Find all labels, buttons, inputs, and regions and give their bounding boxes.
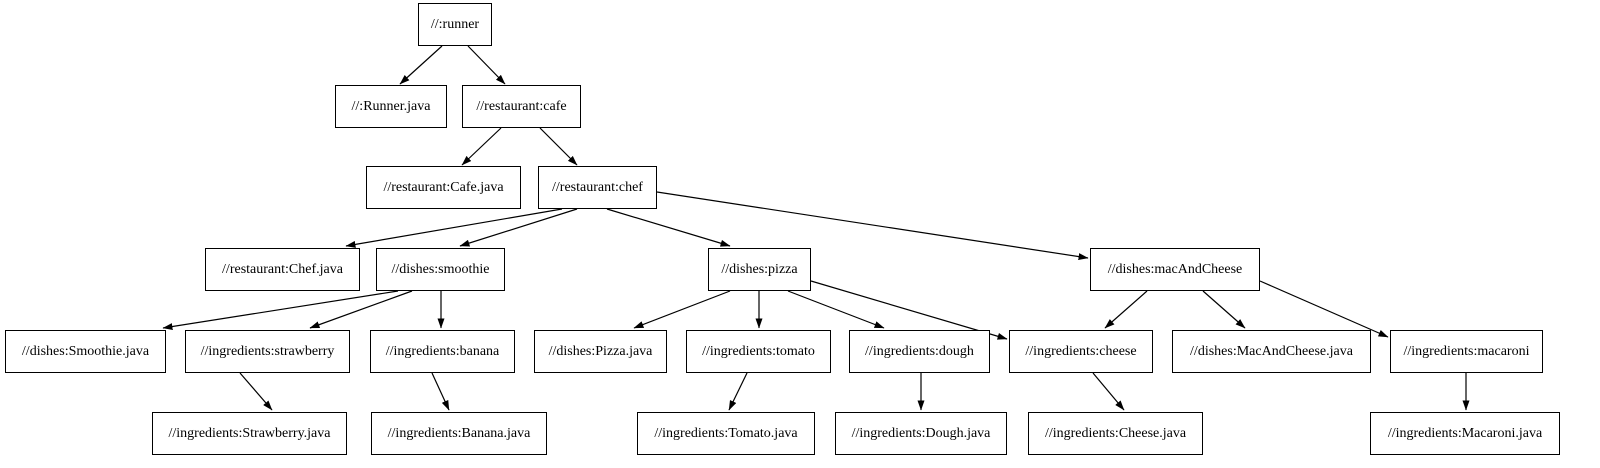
node-label: //ingredients:tomato — [702, 343, 815, 359]
node-pizza_java[interactable]: //dishes:Pizza.java — [534, 330, 667, 373]
node-label: //ingredients:dough — [865, 343, 974, 359]
node-restaurant_chef[interactable]: //restaurant:chef — [538, 166, 657, 209]
node-cafe_java[interactable]: //restaurant:Cafe.java — [366, 166, 521, 209]
node-label: //restaurant:Chef.java — [222, 261, 343, 277]
node-dishes_macncheese[interactable]: //dishes:macAndCheese — [1090, 248, 1260, 291]
node-label: //dishes:macAndCheese — [1107, 261, 1243, 277]
node-restaurant_cafe[interactable]: //restaurant:cafe — [462, 85, 581, 128]
node-strawberry_java[interactable]: //ingredients:Strawberry.java — [152, 412, 347, 455]
node-smoothie_java[interactable]: //dishes:Smoothie.java — [5, 330, 166, 373]
node-label: //restaurant:chef — [552, 179, 643, 195]
node-label: //ingredients:strawberry — [200, 343, 335, 359]
node-macncheese_java[interactable]: //dishes:MacAndCheese.java — [1172, 330, 1371, 373]
node-ing_cheese[interactable]: //ingredients:cheese — [1009, 330, 1153, 373]
node-label: //:runner — [430, 16, 480, 32]
node-runner[interactable]: //:runner — [418, 3, 492, 46]
node-label: //dishes:smoothie — [391, 261, 490, 277]
node-label: //dishes:Smoothie.java — [21, 343, 150, 359]
node-ing_dough[interactable]: //ingredients:dough — [849, 330, 990, 373]
node-label: //ingredients:Tomato.java — [654, 425, 798, 441]
node-label: //dishes:Pizza.java — [548, 343, 653, 359]
node-ing_macaroni[interactable]: //ingredients:macaroni — [1390, 330, 1543, 373]
node-ing_tomato[interactable]: //ingredients:tomato — [686, 330, 831, 373]
node-label: //ingredients:Banana.java — [387, 425, 531, 441]
node-label: //dishes:MacAndCheese.java — [1190, 343, 1353, 359]
node-dishes_pizza[interactable]: //dishes:pizza — [708, 248, 811, 291]
node-cheese_java[interactable]: //ingredients:Cheese.java — [1028, 412, 1203, 455]
node-label: //ingredients:Strawberry.java — [168, 425, 331, 441]
node-label: //ingredients:macaroni — [1403, 343, 1530, 359]
node-chef_java[interactable]: //restaurant:Chef.java — [205, 248, 360, 291]
node-label: //ingredients:Cheese.java — [1044, 425, 1187, 441]
node-label: //dishes:pizza — [721, 261, 798, 277]
node-dough_java[interactable]: //ingredients:Dough.java — [835, 412, 1007, 455]
node-macaroni_java[interactable]: //ingredients:Macaroni.java — [1370, 412, 1560, 455]
node-label: //restaurant:Cafe.java — [383, 179, 504, 195]
node-label: //:Runner.java — [351, 98, 431, 114]
node-runner_java[interactable]: //:Runner.java — [335, 85, 447, 128]
node-banana_java[interactable]: //ingredients:Banana.java — [371, 412, 547, 455]
node-label: //restaurant:cafe — [476, 98, 567, 114]
node-ing_banana[interactable]: //ingredients:banana — [370, 330, 515, 373]
node-label: //ingredients:cheese — [1025, 343, 1137, 359]
node-label: //ingredients:banana — [385, 343, 500, 359]
node-tomato_java[interactable]: //ingredients:Tomato.java — [637, 412, 815, 455]
node-dishes_smoothie[interactable]: //dishes:smoothie — [376, 248, 505, 291]
node-label: //ingredients:Macaroni.java — [1387, 425, 1543, 441]
node-ing_strawberry[interactable]: //ingredients:strawberry — [185, 330, 350, 373]
node-label: //ingredients:Dough.java — [851, 425, 991, 441]
